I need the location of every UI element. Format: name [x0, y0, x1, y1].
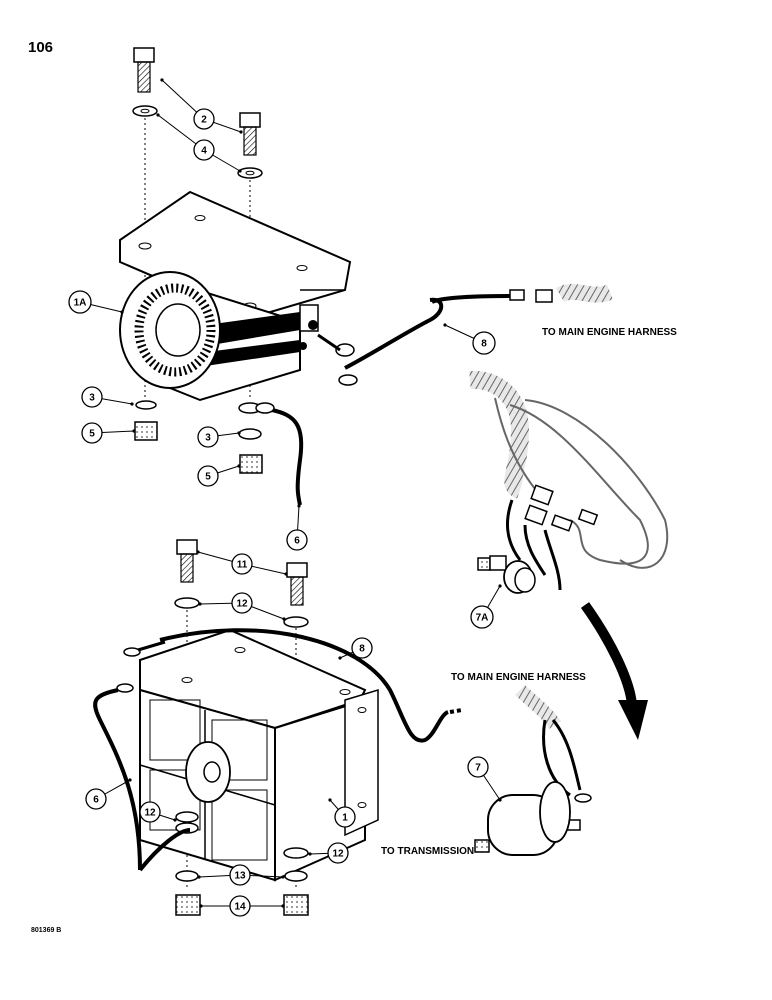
callout-12: 12 [139, 801, 177, 823]
backup-alarm-round [119, 47, 352, 474]
callout-number: 6 [93, 795, 99, 806]
callout-number: 13 [234, 871, 246, 882]
callout-layer: 2 4 1A 3 5 3 5 8 6 11 12 7A 8 6 12 1 12 13 14 7 [68, 78, 502, 917]
callout-number: 2 [201, 115, 207, 126]
harness-label-bottom: TO MAIN ENGINE HARNESS [451, 672, 586, 683]
pressure-switch-7 [474, 684, 592, 856]
ground-wire-6-bottom [93, 688, 191, 872]
wire-harness-lead-8-top [317, 283, 613, 386]
callout-number: 11 [237, 560, 248, 571]
callout-number: 3 [89, 393, 95, 404]
callout-5: 5 [81, 422, 136, 444]
callout-number: 8 [359, 644, 365, 655]
flat-washer-icon [174, 597, 200, 609]
flat-washer-icon [283, 847, 309, 859]
callout-6: 6 [85, 778, 132, 810]
callout-number: 4 [201, 146, 207, 157]
callout-5: 5 [197, 464, 241, 487]
bolt-icon [133, 47, 155, 93]
callout-7: 7 [467, 756, 502, 802]
hex-nut-icon [283, 894, 309, 916]
bolt-icon [286, 562, 308, 606]
callout-number: 12 [236, 599, 248, 610]
callout-3: 3 [197, 426, 241, 448]
lock-washer-icon [284, 870, 308, 882]
callout-number: 1A [74, 298, 87, 309]
hex-nut-icon [175, 894, 201, 916]
temperature-switch-7a [477, 555, 536, 594]
callout-4: 4 [156, 113, 242, 173]
direction-arrow-icon [580, 602, 648, 740]
bolt-icon [176, 539, 198, 583]
callout-3: 3 [81, 386, 134, 408]
bolt-icon [239, 112, 261, 156]
harness-label-top: TO MAIN ENGINE HARNESS [542, 327, 677, 338]
callout-6: 6 [286, 504, 308, 551]
hex-nut-icon [134, 421, 158, 441]
callout-number: 5 [89, 429, 95, 440]
lock-washer-icon [175, 870, 199, 882]
callout-number: 1 [342, 813, 348, 824]
callout-14: 14 [199, 895, 285, 917]
callout-12: 12 [198, 592, 286, 621]
callout-number: 12 [332, 849, 344, 860]
callout-number: 7A [476, 613, 489, 624]
callout-2: 2 [160, 78, 243, 134]
callout-number: 6 [294, 536, 300, 547]
callout-number: 5 [205, 472, 211, 483]
callout-12: 12 [308, 842, 349, 864]
callout-number: 12 [144, 808, 156, 819]
callout-1a: 1A [68, 290, 124, 314]
callout-7a: 7A [470, 584, 502, 629]
wire-harness-lead-8-bottom [159, 628, 463, 743]
callout-number: 7 [475, 763, 481, 774]
main-harness-branch [469, 370, 669, 591]
backup-alarm-rectangular [116, 539, 379, 916]
transmission-label: TO TRANSMISSION [381, 846, 474, 857]
callout-number: 3 [205, 433, 211, 444]
page-number: 106 [28, 39, 53, 56]
callout-8: 8 [443, 323, 496, 355]
callout-number: 14 [234, 902, 246, 913]
callout-1: 1 [328, 798, 356, 828]
lock-washer-icon [135, 400, 157, 410]
callout-13: 13 [197, 864, 285, 886]
callout-11: 11 [196, 550, 288, 576]
ground-wire-6-top [255, 402, 304, 506]
flat-washer-icon [283, 616, 309, 628]
callout-number: 8 [481, 339, 487, 350]
hex-nut-icon [239, 454, 263, 474]
figure-code: 801369 B [31, 927, 61, 934]
callout-8: 8 [338, 637, 373, 660]
